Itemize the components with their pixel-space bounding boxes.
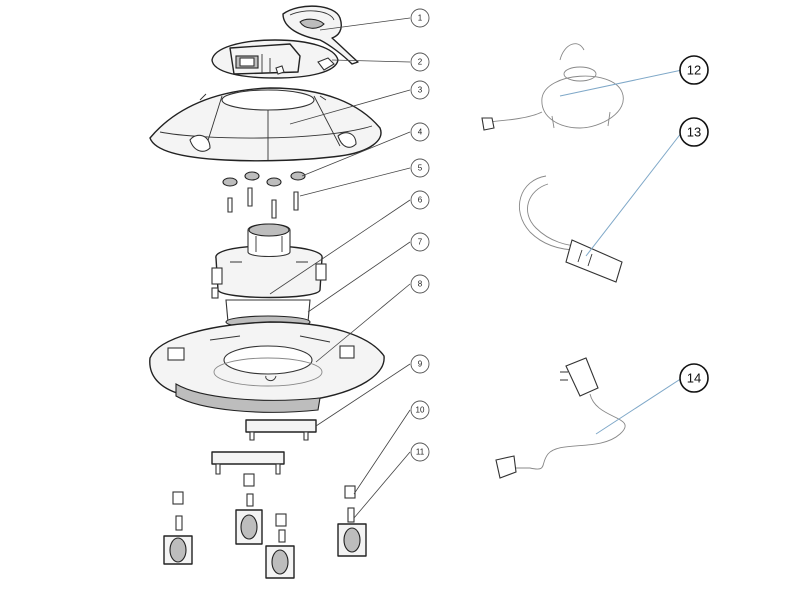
callout-14-label: 14 bbox=[687, 371, 701, 386]
callout-10: 10 bbox=[410, 400, 430, 420]
callout-9-label: 9 bbox=[418, 360, 423, 369]
part-14-charger bbox=[495, 357, 626, 479]
part-6-motor-assembly bbox=[211, 223, 327, 329]
callout-11: 11 bbox=[410, 442, 430, 462]
callout-2-label: 2 bbox=[418, 58, 423, 67]
part-8-base bbox=[149, 321, 385, 413]
callout-4: 4 bbox=[410, 122, 430, 142]
callout-13: 13 bbox=[679, 117, 709, 147]
part-4-nuts bbox=[222, 171, 306, 187]
callout-12-label: 12 bbox=[687, 63, 701, 78]
callout-4-label: 4 bbox=[418, 128, 423, 137]
callout-3: 3 bbox=[410, 80, 430, 100]
part-10-lower-bracket bbox=[211, 451, 285, 475]
callout-8: 8 bbox=[410, 274, 430, 294]
callout-2: 2 bbox=[410, 52, 430, 72]
part-5-screws bbox=[227, 187, 299, 219]
callout-1-label: 1 bbox=[418, 14, 423, 23]
part-12-assembled-unit bbox=[481, 43, 624, 131]
callout-1: 1 bbox=[410, 8, 430, 28]
callout-8-label: 8 bbox=[418, 280, 423, 289]
part-3-upper-shell bbox=[149, 87, 382, 162]
callout-10-label: 10 bbox=[416, 406, 425, 415]
callout-7-label: 7 bbox=[418, 238, 423, 247]
callout-5: 5 bbox=[410, 158, 430, 178]
callout-7: 7 bbox=[410, 232, 430, 252]
callout-12: 12 bbox=[679, 55, 709, 85]
callout-14: 14 bbox=[679, 363, 709, 393]
part-11-casters bbox=[163, 473, 367, 579]
callout-9: 9 bbox=[410, 354, 430, 374]
callout-13-label: 13 bbox=[687, 125, 701, 140]
part-1-handle bbox=[282, 5, 359, 65]
part-13-hose-handle bbox=[519, 175, 623, 283]
part-9-bracket bbox=[245, 419, 317, 441]
leader-lines bbox=[269, 17, 683, 519]
callout-6-label: 6 bbox=[418, 196, 423, 205]
callout-3-label: 3 bbox=[418, 86, 423, 95]
part-2-top-cap bbox=[211, 39, 339, 79]
callout-6: 6 bbox=[410, 190, 430, 210]
callout-5-label: 5 bbox=[418, 164, 423, 173]
callout-11-label: 11 bbox=[416, 448, 425, 457]
